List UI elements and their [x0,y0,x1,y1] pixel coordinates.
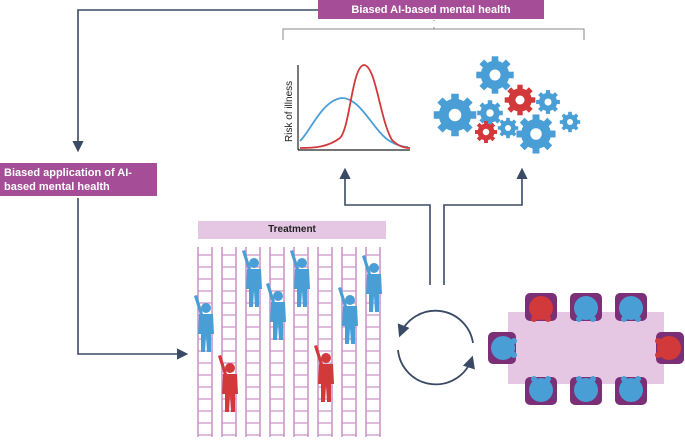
person-icon [242,250,262,307]
risk-chart: Risk of illness [284,64,411,151]
feedback-arrow-left [77,198,189,360]
treatment-label: Treatment [198,221,386,239]
person-icon [290,250,310,307]
gear-icon [476,56,514,94]
gear-icon [497,117,519,139]
seat-top-2 [570,293,602,322]
gear-icon [433,93,477,137]
top-bracket [282,20,585,40]
person-icon [362,255,382,312]
biased-interventions-label: Biased AI-based mental health interventi… [318,0,544,30]
seat-top-3 [615,293,647,322]
arrow-to-gears [443,167,528,285]
distribution-red [299,64,411,149]
biased-application-label: Biased application of AI-based mental he… [0,163,157,207]
cycle-arrows-icon [397,309,475,386]
seat-bottom-1 [525,376,557,405]
meeting-table [488,293,684,405]
gear-icon [504,84,536,116]
gear-icon [477,100,503,126]
seat-left [488,332,517,364]
gear-icon [474,120,498,144]
seat-bottom-3 [615,376,647,405]
feedback-arrow-top [72,9,318,153]
gear-icon [536,90,560,114]
gear-icon [516,114,556,154]
seat-right [655,332,684,364]
table-icon [508,312,664,384]
gears-cluster [433,56,581,154]
gear-icon [559,111,581,133]
person-icon [338,287,358,344]
person-icon [314,345,334,402]
ladder-icon [317,246,333,438]
seat-bottom-2 [570,376,602,405]
ladder-icon [269,246,285,438]
seat-top-1 [525,293,557,322]
arrow-to-chart [339,167,431,285]
chart-y-axis-label: Risk of illness [284,81,295,142]
